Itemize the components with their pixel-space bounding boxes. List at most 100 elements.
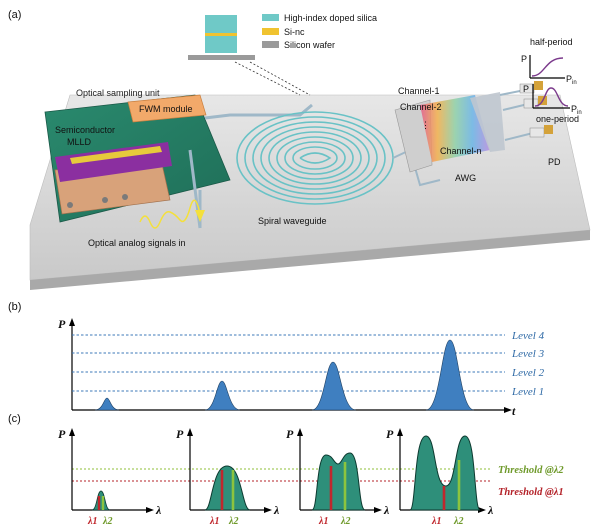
output-waveguide-3 xyxy=(504,132,534,141)
inset2-pin-base: P xyxy=(571,104,577,114)
c4-x-label: λ xyxy=(487,503,494,517)
c1-x-label: λ xyxy=(155,503,162,517)
c4-y-arrow xyxy=(397,428,403,436)
awg-label: AWG xyxy=(455,173,476,183)
laser-label-line1: Semiconductor xyxy=(55,125,115,135)
spiral-turn xyxy=(284,141,346,175)
c2-y-label: P xyxy=(176,427,184,441)
optical-sampling-unit-label: Optical sampling unit xyxy=(76,88,160,98)
c1-x-arrow xyxy=(146,507,154,513)
mount-screw-3 xyxy=(122,194,128,200)
c1-spectrum xyxy=(91,490,111,511)
panel-c-tag: (c) xyxy=(8,413,21,425)
c2-lambda2: λ2 xyxy=(228,516,238,527)
threshold-2-label: Threshold @λ2 xyxy=(498,465,564,476)
level-2-label: Level 2 xyxy=(511,367,545,379)
spiral-center xyxy=(299,152,332,164)
level-1-label: Level 1 xyxy=(511,386,544,398)
c4-lambda1: λ1 xyxy=(431,516,441,527)
c2-spectrum xyxy=(204,465,251,511)
zoom-line-1 xyxy=(234,61,301,96)
platform-edge xyxy=(30,230,590,290)
one-period-label: one-period xyxy=(536,114,579,124)
inset2-curve xyxy=(534,87,569,107)
cross-section-sinc xyxy=(205,33,237,36)
b-y-arrow xyxy=(69,318,75,326)
legend-label-silica: High-index doped silica xyxy=(284,13,377,23)
panel-c: (c) Threshold @λ2 Threshold @λ1 P λ λ1 λ… xyxy=(8,413,564,527)
inset1-pin-sub: in xyxy=(572,80,577,86)
half-period-label: half-period xyxy=(530,37,573,47)
cross-section-legend: High-index doped silica Si-nc Silicon wa… xyxy=(188,13,377,96)
panel-b-tag: (b) xyxy=(8,301,21,313)
spectrum-plot-2: P λ λ1 λ2 xyxy=(176,427,280,527)
inset2-pin-sub: in xyxy=(577,110,582,116)
inset1-pin-base: P xyxy=(566,74,572,84)
panel-b: (b) P t Level 4 Level 3 Level 2 Level 1 xyxy=(8,301,545,418)
threshold-1-label: Threshold @λ1 xyxy=(498,487,564,498)
channel-1-label: Channel-1 xyxy=(398,86,440,96)
awg-arrayed-waveguides xyxy=(420,95,490,162)
laser-mlld xyxy=(54,142,172,215)
legend-swatch-wafer xyxy=(262,41,279,48)
channel-2-label: Channel-2 xyxy=(400,102,442,112)
pd-3 xyxy=(529,127,545,138)
c3-y-arrow xyxy=(297,428,303,436)
laser-label-line2: MLLD xyxy=(67,137,92,147)
legend-label-sinc: Si-nc xyxy=(284,27,305,37)
channel-ellipsis: ⋮ xyxy=(421,120,430,130)
channel-n-label: Channel-n xyxy=(440,146,482,156)
c4-lambda2: λ2 xyxy=(453,516,463,527)
b-y-axis-label: P xyxy=(58,317,66,331)
input-signal-waveform xyxy=(139,199,201,229)
b-x-axis-label: t xyxy=(512,404,516,418)
pulse-2 xyxy=(204,380,241,411)
pulse-1 xyxy=(94,397,120,411)
pd-3-pad xyxy=(544,125,553,134)
legend-label-wafer: Silicon wafer xyxy=(284,40,335,50)
spiral-turn xyxy=(252,121,378,195)
b-x-arrow xyxy=(504,407,512,413)
spiral-turn xyxy=(292,146,338,170)
one-period-inset: P Pin one-period xyxy=(523,84,582,124)
mount-screw-1 xyxy=(67,202,73,208)
zoom-line-2 xyxy=(249,61,311,96)
panel-a-tag: (a) xyxy=(8,9,21,21)
inset1-pin-label: Pin xyxy=(566,74,577,86)
inset2-pin-label: Pin xyxy=(571,104,582,116)
pd-label: PD xyxy=(548,157,561,167)
legend-swatch-sinc xyxy=(262,28,279,35)
c2-y-arrow xyxy=(187,428,193,436)
laser-stripe xyxy=(70,146,162,164)
inset1-curve xyxy=(531,57,564,77)
input-arrow xyxy=(195,210,205,222)
c3-x-arrow xyxy=(374,507,382,513)
c2-x-arrow xyxy=(264,507,272,513)
mount-screw-2 xyxy=(102,197,108,203)
c3-x-label: λ xyxy=(383,503,390,517)
legend-swatch-silica xyxy=(262,14,279,21)
pulse-4 xyxy=(425,339,475,411)
c3-spectrum xyxy=(311,452,366,511)
c1-y-label: P xyxy=(58,427,66,441)
spiral-turn xyxy=(276,136,354,180)
panel-a: (a) High-index doped silica Si-nc Silico… xyxy=(8,9,591,290)
spectrum-plot-1: P λ λ1 λ2 xyxy=(58,427,162,527)
spiral-turn xyxy=(244,116,386,200)
c1-y-arrow xyxy=(69,428,75,436)
c4-spectrum xyxy=(409,435,481,511)
c3-lambda1: λ1 xyxy=(318,516,328,527)
fwm-module-label: FWM module xyxy=(139,104,193,114)
spiral-turn xyxy=(260,126,370,190)
c3-lambda2: λ2 xyxy=(340,516,350,527)
pd-1-pad xyxy=(534,81,543,90)
pulse-3 xyxy=(311,361,357,411)
input-signal-label: Optical analog signals in xyxy=(88,238,186,248)
spiral-turn xyxy=(268,131,362,185)
cross-section-wafer xyxy=(188,55,255,60)
spiral-label: Spiral waveguide xyxy=(258,216,327,226)
c4-x-arrow xyxy=(478,507,486,513)
c2-lambda1: λ1 xyxy=(209,516,219,527)
c1-lambda2: λ2 xyxy=(102,516,112,527)
